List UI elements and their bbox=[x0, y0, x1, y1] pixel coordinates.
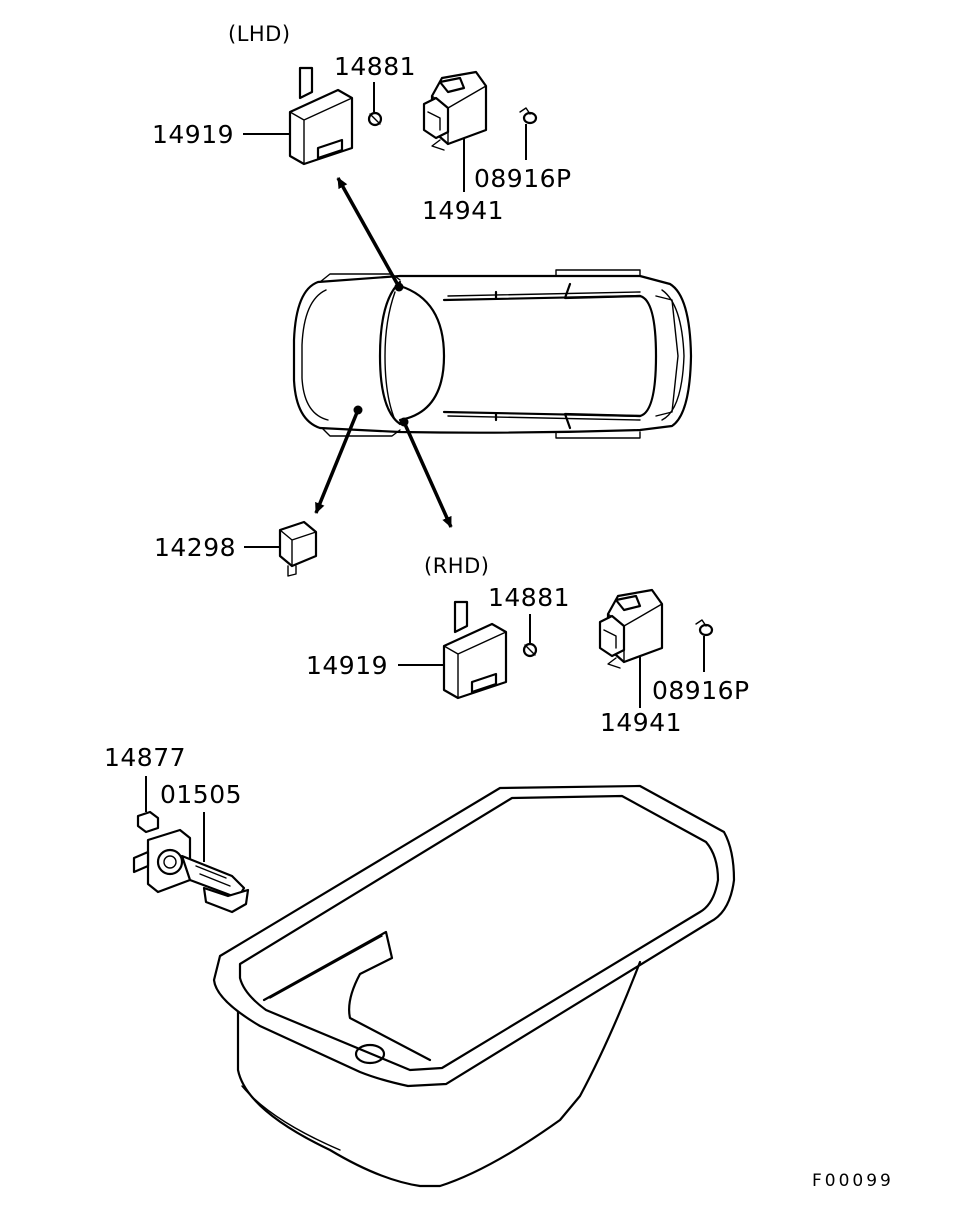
part-number-14877[interactable]: 14877 bbox=[104, 743, 187, 772]
part-number-14298[interactable]: 14298 bbox=[154, 533, 237, 562]
bolt-14877 bbox=[136, 776, 205, 862]
lhd-clip-08916p bbox=[519, 107, 538, 125]
section-label-lhd: (LHD) bbox=[228, 22, 291, 46]
rhd-bolt-14881 bbox=[522, 642, 538, 658]
part-number-rhd-14919[interactable]: 14919 bbox=[306, 651, 389, 680]
sensor-01505 bbox=[132, 828, 250, 914]
part-number-rhd-08916p[interactable]: 08916P bbox=[652, 676, 750, 705]
rhd-clip-08916p bbox=[695, 619, 714, 637]
part-number-rhd-14881[interactable]: 14881 bbox=[488, 583, 571, 612]
lhd-bolt-14881 bbox=[367, 111, 383, 127]
lhd-module-14941 bbox=[422, 70, 488, 151]
vehicle-top-view bbox=[292, 269, 693, 439]
rhd-relay-14919 bbox=[442, 600, 508, 700]
figure-code: F00099 bbox=[812, 1171, 894, 1191]
location-arrows bbox=[314, 177, 453, 528]
lhd-relay-14919 bbox=[288, 66, 354, 166]
part-number-lhd-08916p[interactable]: 08916P bbox=[474, 164, 572, 193]
oil-pan bbox=[212, 784, 736, 1188]
rhd-leader-lines bbox=[398, 614, 705, 708]
part-number-lhd-14941[interactable]: 14941 bbox=[422, 196, 505, 225]
part-number-rhd-14941[interactable]: 14941 bbox=[600, 708, 683, 737]
part-number-lhd-14881[interactable]: 14881 bbox=[334, 52, 417, 81]
part-number-01505[interactable]: 01505 bbox=[160, 780, 243, 809]
lhd-leader-lines bbox=[243, 82, 527, 192]
part-number-lhd-14919[interactable]: 14919 bbox=[152, 120, 235, 149]
relay-14298 bbox=[244, 520, 318, 577]
rhd-module-14941 bbox=[598, 588, 664, 669]
section-label-rhd: (RHD) bbox=[424, 554, 490, 578]
